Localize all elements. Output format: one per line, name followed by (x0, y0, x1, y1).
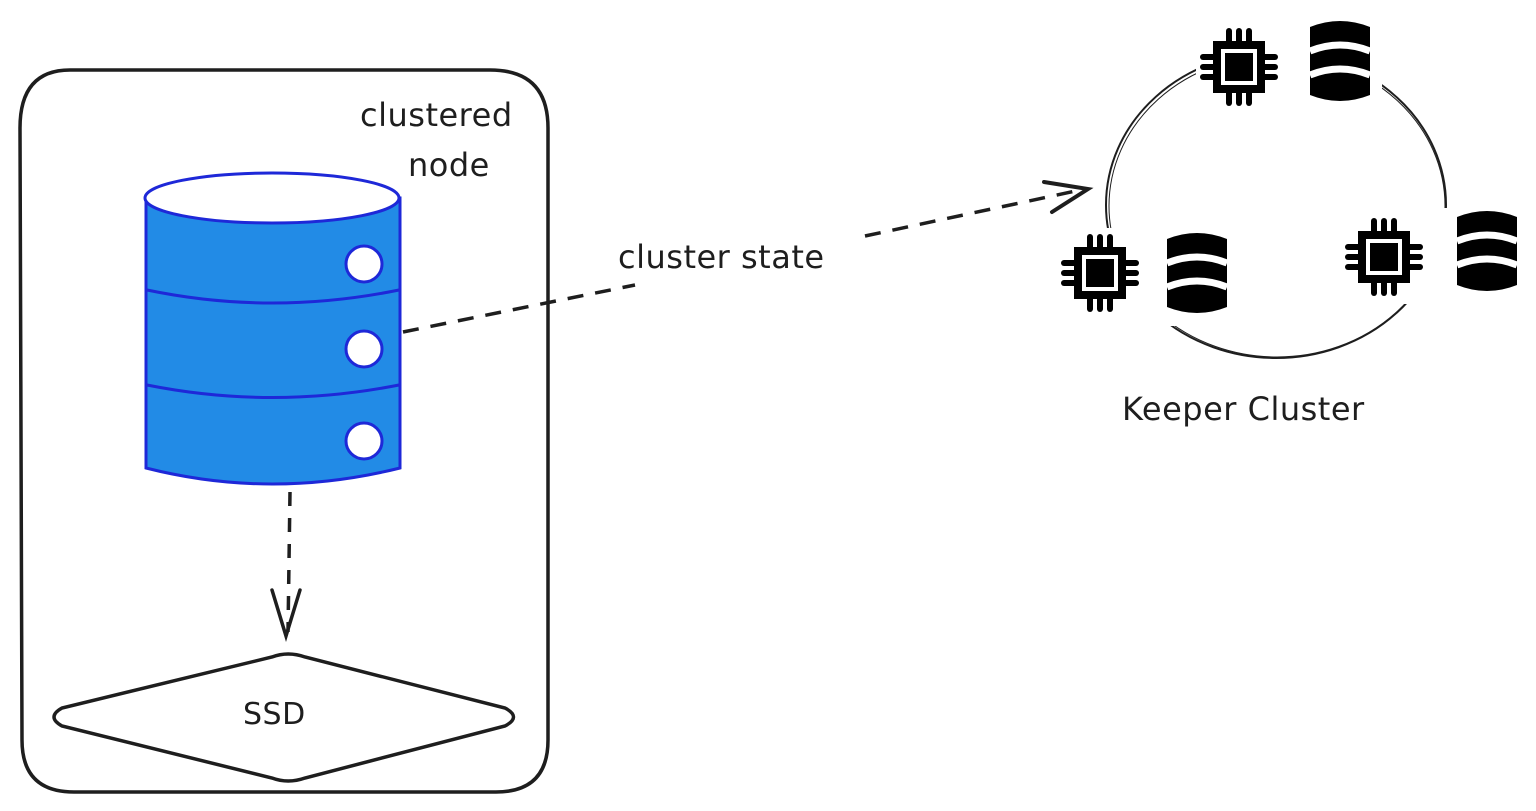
node-label-line1: clustered (360, 96, 513, 134)
ssd-label: SSD (243, 697, 306, 732)
keeper-cluster-label: Keeper Cluster (1122, 390, 1365, 428)
storage-arrow (270, 491, 302, 643)
cpu-icon (1064, 237, 1136, 309)
cpu-icon (1348, 221, 1420, 293)
cluster-state-arrow (402, 180, 1094, 334)
database-cylinder-icon[interactable] (143, 171, 402, 486)
database-icon (1310, 21, 1370, 101)
keeper-member-1[interactable] (1196, 21, 1382, 124)
database-icon (1167, 233, 1227, 313)
cluster-state-label: cluster state (618, 238, 825, 276)
db-port-1 (344, 244, 384, 284)
clustered-node-container (18, 68, 550, 794)
ssd-shape[interactable] (52, 652, 516, 783)
keeper-member-3[interactable] (1342, 208, 1522, 304)
db-port-3 (344, 421, 384, 461)
db-port-2 (344, 329, 384, 369)
node-label-line2: node (408, 146, 490, 184)
database-icon (1457, 211, 1517, 291)
cpu-icon (1203, 31, 1275, 103)
keeper-member-2[interactable] (1054, 228, 1232, 326)
